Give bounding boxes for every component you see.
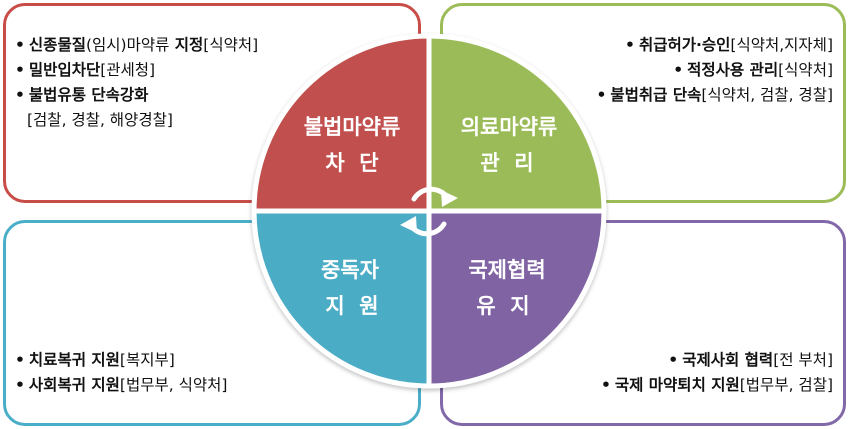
- list-item: •불법취급 단속[식약처, 검찰, 경찰]: [596, 86, 833, 104]
- quadrant-title-international-cooperation: 국제협력: [468, 258, 545, 282]
- list-international-cooperation: •국제사회 협력[전 부처] •국제 마약퇴치 지원[법무부, 검찰]: [601, 348, 833, 398]
- list-item: •취급허가·승인[식약처,지자체]: [625, 36, 833, 54]
- quadrant-subtitle-international-cooperation: 유 지: [476, 294, 529, 318]
- quadrant-top-left: [251, 33, 432, 214]
- list-item: •사회복귀 지원[법무부, 식약처]: [15, 376, 228, 394]
- quadrant-subtitle-addict-support: 지 원: [325, 294, 378, 318]
- list-medical-management: •취급허가·승인[식약처,지자체] •적정사용 관리[식약처] •불법취급 단속…: [596, 33, 833, 108]
- list-item: •밀반입차단[관세청]: [15, 61, 156, 79]
- quadrant-top-right: [426, 33, 607, 214]
- quadrant-subtitle-block-trafficking: 차 단: [325, 151, 378, 175]
- list-item: •치료복귀 지원[복지부]: [15, 351, 175, 369]
- cycle-arrowheads: [400, 190, 458, 233]
- list-item: •신종물질(임시)마약류 지정[식약처]: [15, 36, 259, 54]
- list-item-subtext: [검찰, 경찰, 해양경찰]: [27, 111, 173, 129]
- list-addict-support: •치료복귀 지원[복지부] •사회복귀 지원[법무부, 식약처]: [15, 348, 227, 398]
- quadrant-bottom-right: [426, 208, 607, 389]
- list-item: •국제사회 협력[전 부처]: [668, 351, 833, 369]
- quadrant-title-block-trafficking: 불법마약류: [304, 115, 401, 139]
- quadrant-title-addict-support: 중독자: [321, 258, 380, 282]
- quadrant-bottom-left: [251, 208, 432, 389]
- list-block-trafficking: •신종물질(임시)마약류 지정[식약처] •밀반입차단[관세청] •불법유통 단…: [15, 33, 258, 133]
- quadrant-subtitle-medical-management: 관 리: [480, 151, 533, 175]
- quadrant-title-medical-management: 의료마약류: [461, 115, 558, 139]
- list-item: •적정사용 관리[식약처]: [673, 61, 833, 79]
- list-item: •국제 마약퇴치 지원[법무부, 검찰]: [600, 376, 833, 394]
- list-item: •불법유통 단속강화: [15, 86, 149, 104]
